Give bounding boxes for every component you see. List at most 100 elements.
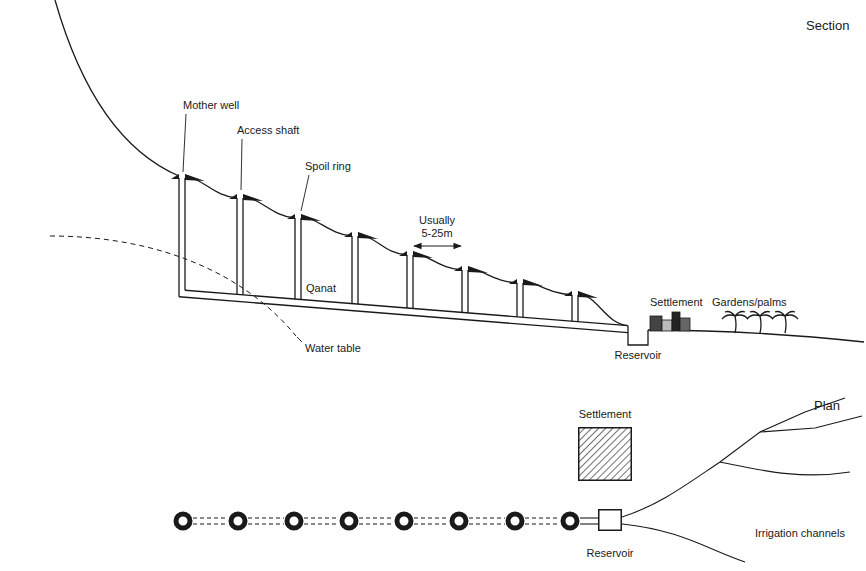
part-label: Access shaft xyxy=(237,124,299,137)
part-label: Reservoir xyxy=(614,349,661,362)
spoil-ring xyxy=(185,174,205,181)
reservoir-box: Reservoir xyxy=(584,509,635,560)
part-label: Spoil ring xyxy=(305,160,351,173)
spoil-ring xyxy=(564,291,572,296)
plan-shaft xyxy=(287,514,301,528)
ground-line xyxy=(301,215,352,236)
spoil-ring xyxy=(523,279,543,286)
shaft-wall xyxy=(516,283,517,317)
node-fill xyxy=(599,510,622,531)
spoil-ring xyxy=(399,251,407,256)
plan-shaft xyxy=(452,514,466,528)
palm-fronds xyxy=(747,312,773,320)
shaft-wall xyxy=(242,198,243,295)
plan-tunnel xyxy=(525,518,560,519)
spoil-ring xyxy=(229,194,237,199)
building xyxy=(662,320,672,331)
node-outline xyxy=(598,509,622,531)
part-label: Settlement xyxy=(650,296,703,309)
palm-tree xyxy=(747,312,773,334)
plan-tunnel xyxy=(580,523,598,524)
plan-shaft xyxy=(508,514,522,528)
hill-slope xyxy=(55,0,179,176)
plan-tunnel xyxy=(580,517,598,518)
ground-line xyxy=(578,292,628,326)
part-label: Mother well xyxy=(183,99,239,112)
shaft-wall xyxy=(412,255,413,308)
shaft-wall xyxy=(300,218,301,300)
node-label: Reservoir xyxy=(586,547,633,560)
palm-trunk xyxy=(735,316,736,333)
building xyxy=(680,318,690,331)
shaft-wall xyxy=(184,178,185,290)
plan-shaft xyxy=(563,514,577,528)
ground-line xyxy=(185,175,237,198)
plan-tunnel xyxy=(304,524,339,525)
spoil-ring xyxy=(287,214,295,219)
ground-line xyxy=(648,330,864,342)
plan-shaft xyxy=(397,514,411,528)
shaft-wall xyxy=(357,236,358,304)
plan-tunnel xyxy=(359,518,394,519)
shaft-wall xyxy=(406,255,407,308)
part-label: Irrigation channels xyxy=(755,527,845,540)
spoil-ring xyxy=(243,194,263,201)
spoil-ring xyxy=(509,279,517,284)
view-title: Section xyxy=(806,18,849,33)
ground-line xyxy=(523,280,572,295)
spoil-ring xyxy=(301,214,321,221)
spoil-ring xyxy=(358,232,378,239)
shaft-wall xyxy=(178,178,179,297)
palm-tree xyxy=(722,312,748,334)
palm-trunk xyxy=(785,316,786,333)
shaft-wall xyxy=(294,218,295,299)
part-label: Gardens/palms xyxy=(712,296,787,309)
plan-tunnel xyxy=(359,524,394,525)
plan-tunnel xyxy=(193,518,228,519)
plan-tunnel xyxy=(414,524,449,525)
shaft-wall xyxy=(571,295,572,321)
leader-line xyxy=(183,114,186,172)
shaft-wall xyxy=(522,283,523,317)
leader-line xyxy=(301,175,309,211)
irrigation-channel xyxy=(622,524,745,562)
spoil-ring xyxy=(468,266,488,273)
leader-line xyxy=(241,139,242,190)
irrigation-channel xyxy=(805,398,845,412)
shaft-wall xyxy=(236,198,237,294)
building xyxy=(672,312,680,331)
part-label: Water table xyxy=(305,342,361,355)
node-label: Settlement xyxy=(579,408,632,421)
part-label: Usually 5-25m xyxy=(413,214,461,240)
plan-tunnel xyxy=(193,524,228,525)
node-fill xyxy=(579,428,632,481)
palm-tree xyxy=(772,312,798,334)
node-shape xyxy=(598,509,622,531)
node-outline xyxy=(578,427,632,481)
irrigation-channel xyxy=(622,412,805,517)
palm-fronds xyxy=(772,312,798,320)
plan-tunnel xyxy=(525,524,560,525)
section-drawing xyxy=(50,0,864,345)
ground-line xyxy=(243,195,295,218)
shaft-wall xyxy=(351,236,352,304)
water-table-line xyxy=(50,236,296,336)
shaft-wall xyxy=(577,295,578,322)
plan-shaft xyxy=(176,514,190,528)
irrigation-channel xyxy=(720,462,850,475)
spoil-ring xyxy=(454,266,462,271)
part-label: Qanat xyxy=(306,282,336,295)
plan-shaft xyxy=(342,514,356,528)
ground-line xyxy=(468,267,517,283)
leader-line xyxy=(297,337,302,342)
shaft-wall xyxy=(461,270,462,312)
plan-shaft xyxy=(231,514,245,528)
palm-fronds xyxy=(722,312,748,320)
dimension-arrow xyxy=(414,245,461,246)
view-title: Plan xyxy=(814,398,840,413)
building xyxy=(650,316,662,331)
plan-tunnel xyxy=(469,524,505,525)
